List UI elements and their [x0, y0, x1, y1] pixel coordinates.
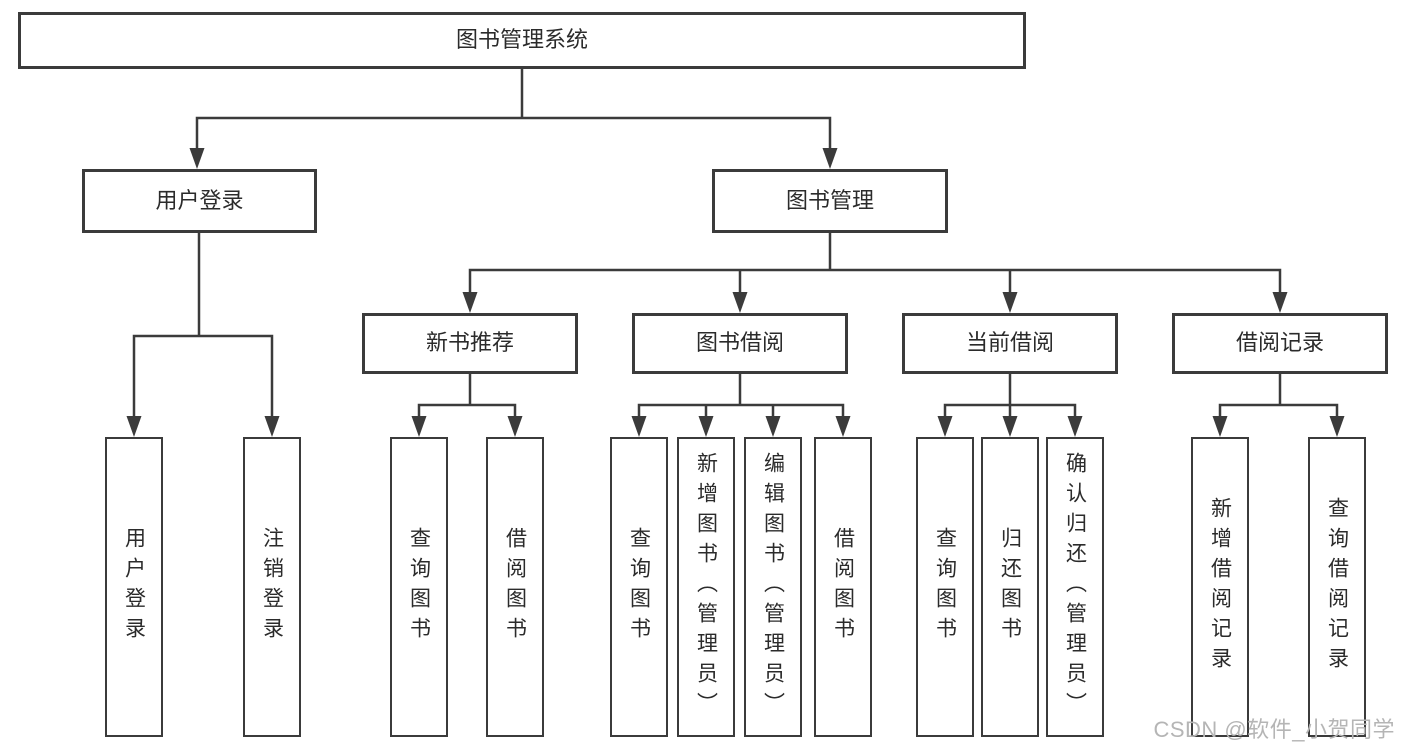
csdn-watermark: CSDN @软件_小贺同学 [1153, 717, 1395, 742]
node-leaf-query-books-borrow: 查询图书 [610, 437, 668, 737]
arrowheads [126, 148, 1345, 437]
connector-user-login-branch [132, 231, 274, 420]
node-book-management: 图书管理 [712, 169, 948, 233]
connector-new-book-branch [417, 372, 517, 420]
node-root: 图书管理系统 [18, 12, 1026, 69]
node-current-borrow: 当前借阅 [902, 313, 1118, 374]
connector-current-borrow-branch [943, 372, 1077, 420]
node-leaf-add-books-admin: 新增图书（管理员） [677, 437, 735, 737]
node-leaf-borrow-books: 借阅图书 [814, 437, 872, 737]
node-leaf-add-borrow-record: 新增借阅记录 [1191, 437, 1249, 737]
node-new-book-recommend: 新书推荐 [362, 313, 578, 374]
connector-root [195, 67, 832, 152]
node-leaf-user-login: 用户登录 [105, 437, 163, 737]
node-borrow-record: 借阅记录 [1172, 313, 1388, 374]
connector-borrow-record-branch [1218, 372, 1339, 420]
node-leaf-query-books-recommend: 查询图书 [390, 437, 448, 737]
node-leaf-borrow-books-recommend: 借阅图书 [486, 437, 544, 737]
node-leaf-logout: 注销登录 [243, 437, 301, 737]
node-user-login: 用户登录 [82, 169, 317, 233]
node-leaf-query-borrow-record: 查询借阅记录 [1308, 437, 1366, 737]
node-book-borrow: 图书借阅 [632, 313, 848, 374]
node-leaf-confirm-return-admin: 确认归还（管理员） [1046, 437, 1104, 737]
node-leaf-return-books: 归还图书 [981, 437, 1039, 737]
node-leaf-edit-books-admin: 编辑图书（管理员） [744, 437, 802, 737]
connector-book-mgmt-branch [468, 231, 1282, 296]
node-leaf-query-books-current: 查询图书 [916, 437, 974, 737]
connector-book-borrow-branch [637, 372, 845, 420]
